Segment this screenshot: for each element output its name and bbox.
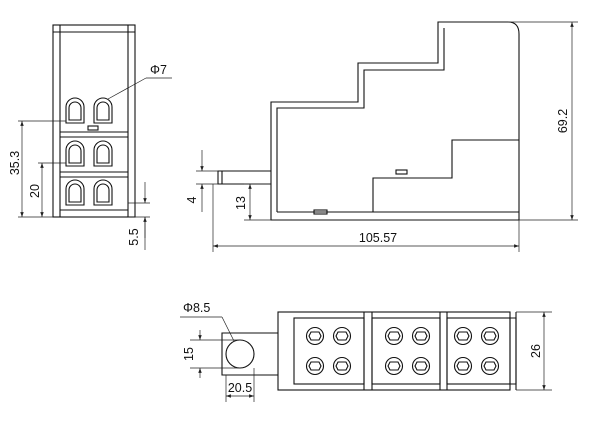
front-terminal-hole [65, 140, 85, 167]
dim-35-3: 35.3 [8, 151, 22, 175]
top-diameter-label: Φ8.5 [183, 301, 210, 315]
side-view: 69.2 4 13 105.57 [185, 21, 578, 252]
screw-group-1 [305, 326, 352, 376]
dim-20-5: 20.5 [228, 381, 252, 395]
front-diameter-label: Φ7 [150, 63, 167, 77]
top-body [277, 311, 511, 391]
dim-4: 4 [185, 196, 199, 203]
dim-5-5: 5.5 [127, 228, 141, 245]
din-foot [217, 170, 271, 185]
top-view: Φ8.5 15 20.5 26 [180, 301, 552, 402]
dim-15: 15 [182, 347, 196, 361]
dim-105-57: 105.57 [359, 231, 397, 245]
front-view: Φ7 35.3 20 5.5 [8, 24, 172, 250]
front-terminal-hole [93, 179, 113, 206]
dim-69-2: 69.2 [556, 109, 570, 133]
dim-26: 26 [529, 344, 543, 358]
dim-20: 20 [28, 184, 42, 198]
dim-13: 13 [234, 196, 248, 210]
front-terminal-hole [65, 179, 85, 206]
mounting-hole [225, 339, 255, 369]
screw-group-3 [453, 326, 500, 376]
front-terminal-hole [93, 97, 113, 124]
screw-group-2 [384, 326, 431, 376]
front-terminal-hole [93, 140, 113, 167]
front-terminal-hole [65, 97, 85, 124]
side-body [270, 21, 520, 221]
